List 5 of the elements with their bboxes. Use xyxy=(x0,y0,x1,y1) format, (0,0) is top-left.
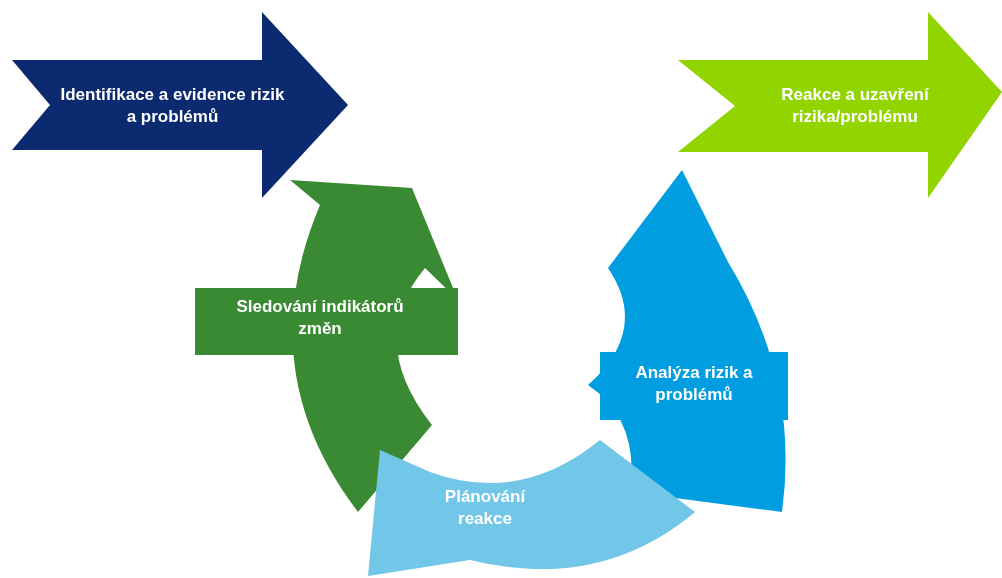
arrow-label: Analýza rizik a problémů xyxy=(634,362,754,406)
arrow-label: Reakce a uzavření rizika/problému xyxy=(780,84,930,128)
arrow-label: Identifikace a evidence rizik a problémů xyxy=(59,84,286,128)
arrow-label: Plánování reakce xyxy=(443,486,527,530)
arrow-label: Sledování indikátorů změn xyxy=(235,296,405,340)
